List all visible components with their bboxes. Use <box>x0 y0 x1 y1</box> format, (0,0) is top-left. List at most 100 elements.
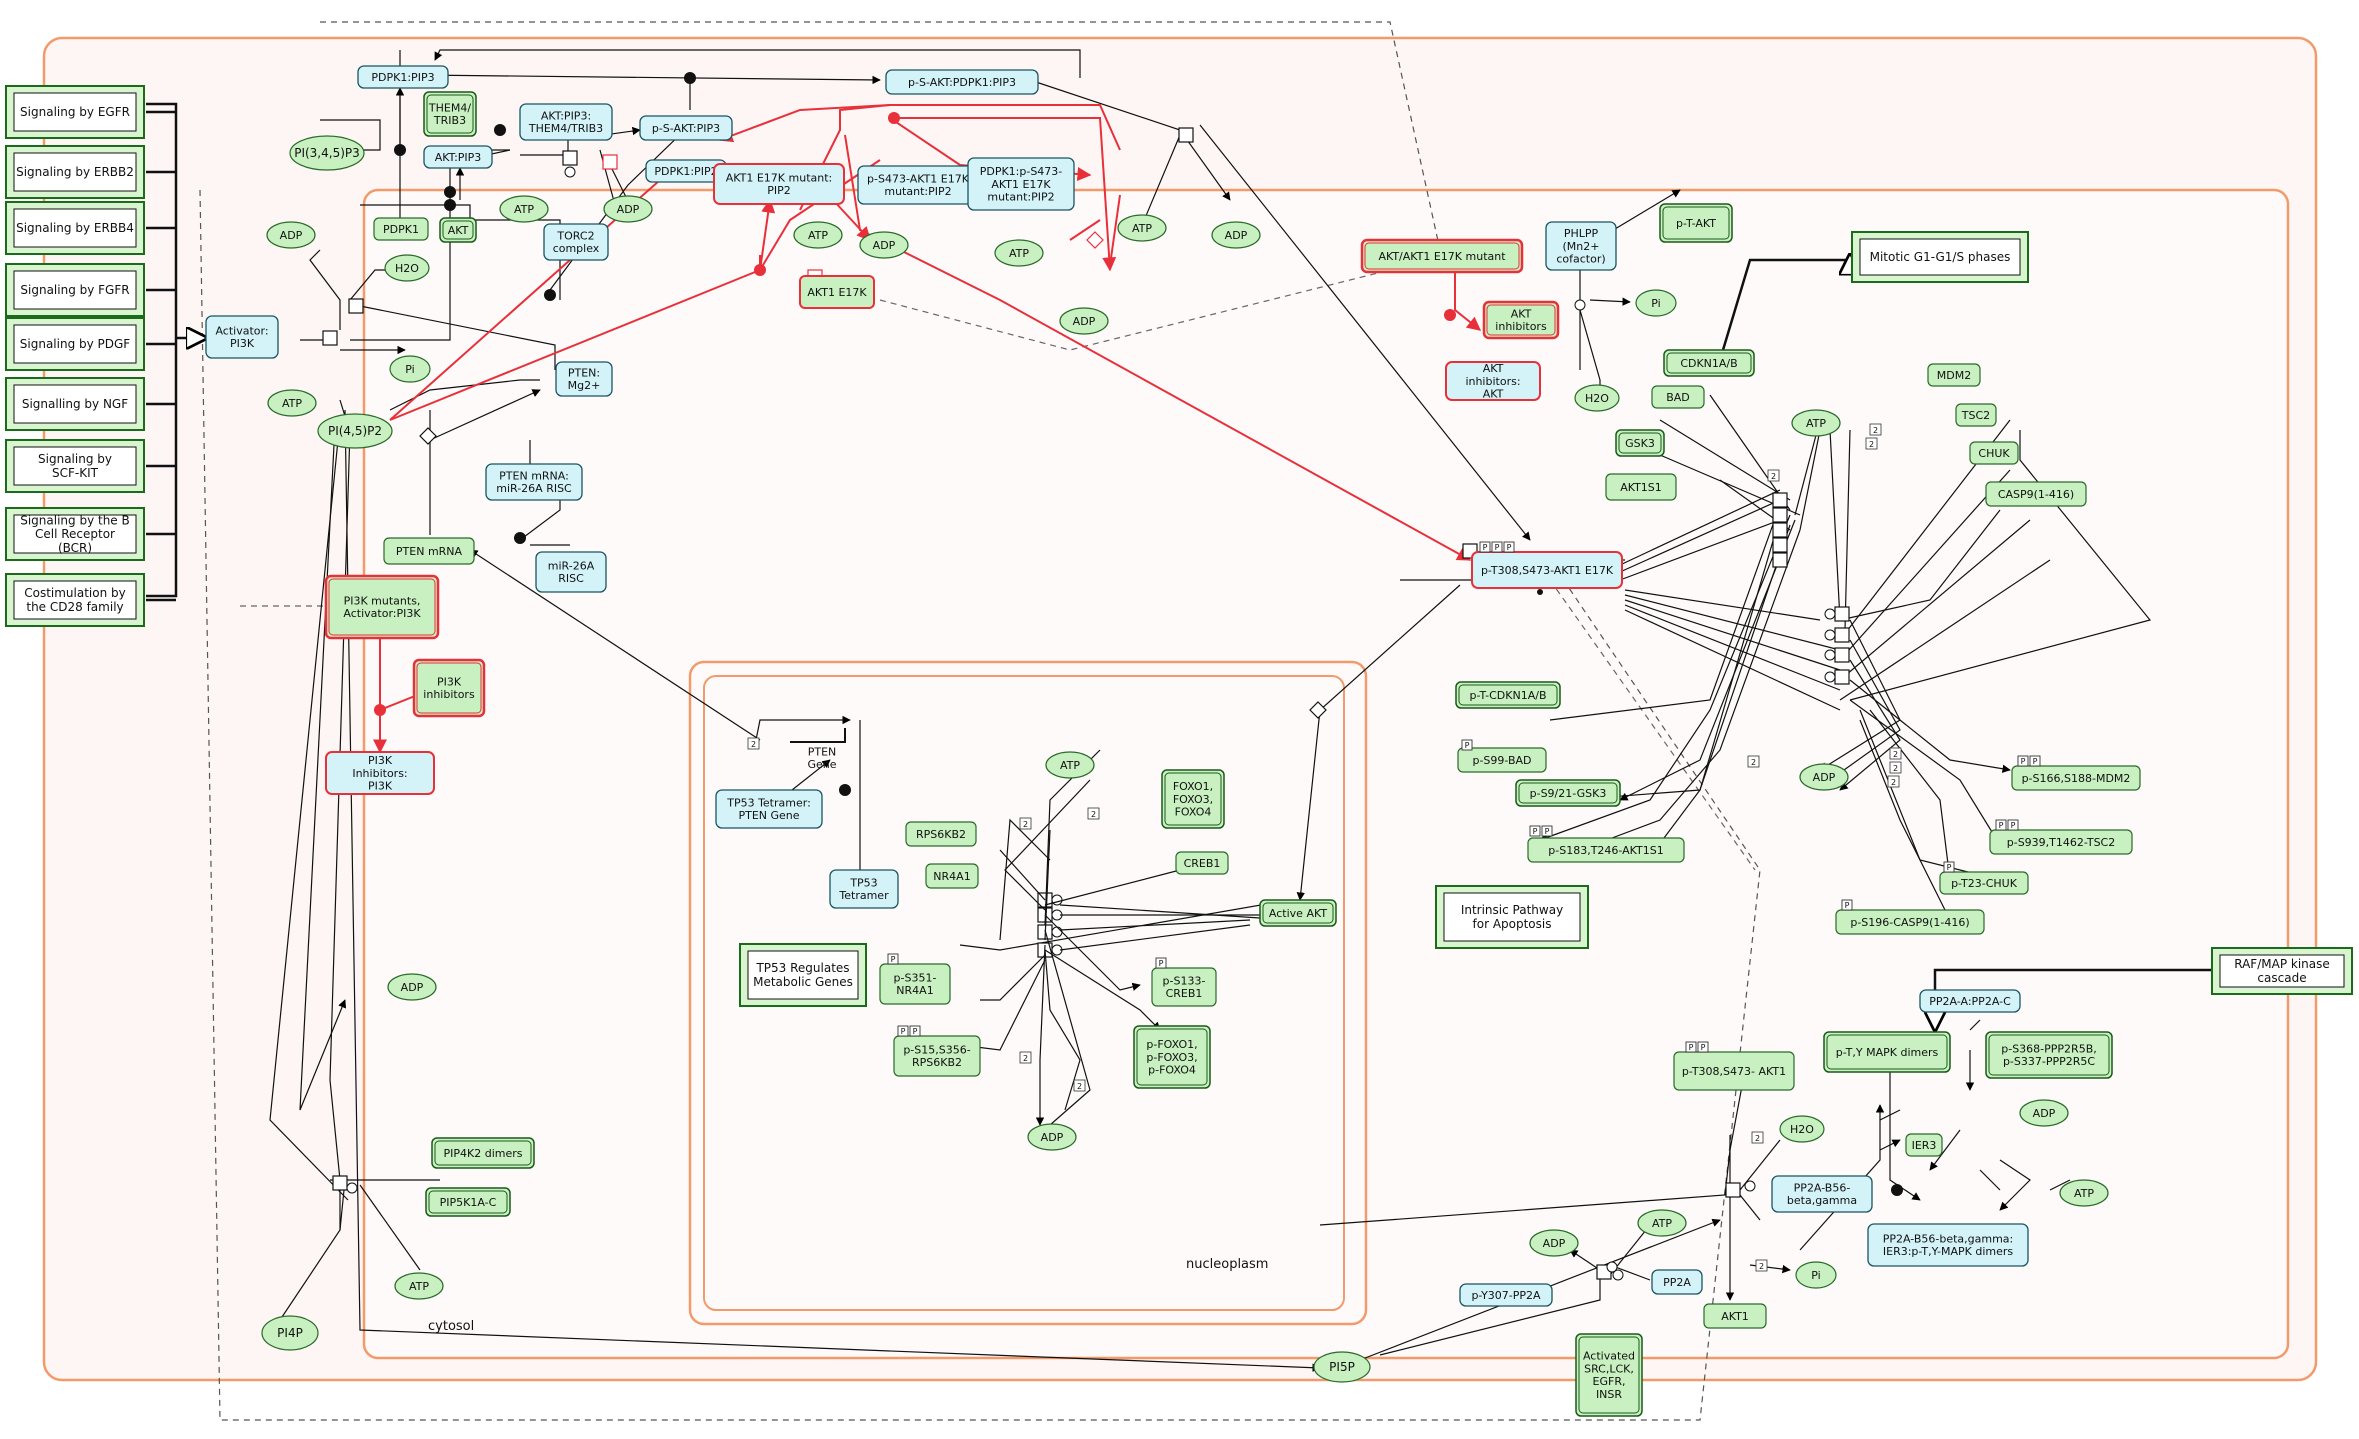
molecule-adp-22[interactable]: ADP <box>2019 1099 2069 1127</box>
complex-pdpk1-pip3[interactable]: PDPK1:PIP3 <box>357 65 449 89</box>
complex-phlpp[interactable]: PHLPP(Mn2+cofactor) <box>1545 221 1617 271</box>
protein-ps351-nr4a1[interactable]: p-S351-NR4A1 <box>879 963 951 1005</box>
protein-chuk[interactable]: CHUK <box>1969 441 2019 465</box>
protein-creb1[interactable]: CREB1 <box>1175 851 1229 875</box>
complex-akt-pip3-them4[interactable]: AKT:PIP3:THEM4/TRIB3 <box>519 103 613 141</box>
molecule-pi5p[interactable]: PI5P <box>1313 1351 1371 1383</box>
complex-akt1-e17k-pip2[interactable]: AKT1 E17K mutant:PIP2 <box>713 163 845 205</box>
signaling-box-4[interactable]: Signaling by PDGF <box>5 317 145 371</box>
complex-activator-pi3k[interactable]: Activator:PI3K <box>205 315 279 359</box>
molecule-atp-4[interactable]: ATP <box>267 389 317 417</box>
molecule-atp-14[interactable]: ATP <box>1791 409 1841 437</box>
molecule-h2o-20[interactable]: H2O <box>1779 1115 1825 1143</box>
molecule-adp-11[interactable]: ADP <box>1211 221 1261 249</box>
protein-mdm2[interactable]: MDM2 <box>1927 363 1981 387</box>
molecule-atp-8[interactable]: ATP <box>994 239 1044 267</box>
molecule-adp-1[interactable]: ADP <box>266 221 316 249</box>
protein-nr4a1[interactable]: NR4A1 <box>925 863 979 889</box>
protein-ier3[interactable]: IER3 <box>1905 1133 1943 1157</box>
protein-ps15-rps6kb2[interactable]: p-S15,S356-RPS6KB2 <box>893 1035 981 1077</box>
complex-pp2a-b56[interactable]: PP2A-B56-beta,gamma <box>1771 1175 1873 1213</box>
protein-bad[interactable]: BAD <box>1651 385 1705 409</box>
protein-ps183-akt1s1[interactable]: p-S183,T246-AKT1S1 <box>1527 837 1685 863</box>
molecule-h2o-2[interactable]: H2O <box>384 254 430 282</box>
protein-pten-mrna[interactable]: PTEN mRNA <box>383 537 475 565</box>
complex-foxo[interactable]: FOXO1,FOXO3,FOXO4 <box>1161 769 1225 829</box>
complex-pt-y-mapk[interactable]: p-T,Y MAPK dimers <box>1823 1031 1951 1073</box>
complex-tp53-pten[interactable]: TP53 Tetramer:PTEN Gene <box>715 789 823 829</box>
protein-akt[interactable]: AKT <box>439 217 477 243</box>
molecule-adp-9[interactable]: ADP <box>1059 307 1109 335</box>
molecule-h2o-12[interactable]: H2O <box>1574 384 1620 412</box>
molecule-atp-23[interactable]: ATP <box>2059 1179 2109 1207</box>
signaling-box-1[interactable]: Signaling by ERBB2 <box>5 145 145 199</box>
protein-tsc2[interactable]: TSC2 <box>1955 403 1997 427</box>
molecule-atp-10[interactable]: ATP <box>1117 214 1167 242</box>
protein-ps196-casp9[interactable]: p-S196-CASP9(1-416) <box>1835 909 1985 935</box>
complex-p-foxo[interactable]: p-FOXO1,p-FOXO3,p-FOXO4 <box>1133 1025 1211 1089</box>
complex-pt-cdkn1ab[interactable]: p-T-CDKN1A/B <box>1455 681 1561 709</box>
complex-pi3k-mutants[interactable]: PI3K mutants,Activator:PI3K <box>324 574 440 640</box>
complex-pt-akt[interactable]: p-T-AKT <box>1659 203 1733 243</box>
molecule-pi-13[interactable]: Pi <box>1635 289 1677 317</box>
complex-pt308-e17k[interactable]: p-T308,S473-AKT1 E17K <box>1471 551 1623 589</box>
molecule-adp-7[interactable]: ADP <box>859 231 909 259</box>
molecule-pi345p3[interactable]: PI(3,4,5)P3 <box>289 135 365 171</box>
molecule-atp-6[interactable]: ATP <box>793 221 843 249</box>
molecule-pi45p2[interactable]: PI(4,5)P2 <box>317 413 393 449</box>
complex-them4-trib3[interactable]: THEM4/TRIB3 <box>423 91 477 137</box>
protein-akt1-e17k[interactable]: AKT1 E17K <box>799 275 875 309</box>
protein-casp9[interactable]: CASP9(1-416) <box>1985 481 2087 507</box>
protein-akt1[interactable]: AKT1 <box>1703 1303 1767 1329</box>
complex-pp2a-ier3[interactable]: PP2A-B56-beta,gamma:IER3:p-T,Y-MAPK dime… <box>1867 1223 2029 1267</box>
molecule-atp-16[interactable]: ATP <box>1045 751 1095 779</box>
molecule-adp-24[interactable]: ADP <box>1529 1229 1579 1257</box>
complex-pip4k2[interactable]: PIP4K2 dimers <box>431 1137 535 1169</box>
signaling-box-2[interactable]: Signaling by ERBB4 <box>5 201 145 255</box>
complex-pdpk1-pip2[interactable]: PDPK1:PIP2 <box>645 159 727 183</box>
complex-pip5k1ac[interactable]: PIP5K1A-C <box>425 1187 511 1217</box>
molecule-pi-21[interactable]: Pi <box>1795 1261 1837 1289</box>
complex-ps368-ppp2r5[interactable]: p-S368-PPP2R5B,p-S337-PPP2R5C <box>1985 1031 2113 1079</box>
molecule-pi-3[interactable]: Pi <box>389 355 431 383</box>
complex-ps-akt-pdpk1-pip3[interactable]: p-S-AKT:PDPK1:PIP3 <box>885 69 1039 95</box>
complex-py307-pp2a[interactable]: p-Y307-PP2A <box>1459 1283 1553 1307</box>
molecule-adp-17[interactable]: ADP <box>1027 1123 1077 1151</box>
signaling-box-0[interactable]: Signaling by EGFR <box>5 85 145 139</box>
protein-pdpk1[interactable]: PDPK1 <box>373 217 429 241</box>
protein-akt1s1[interactable]: AKT1S1 <box>1605 473 1677 501</box>
complex-akt-pip3[interactable]: AKT:PIP3 <box>423 145 493 169</box>
signaling-box-3[interactable]: Signaling by FGFR <box>5 263 145 317</box>
complex-pp2a[interactable]: PP2A <box>1651 1269 1703 1295</box>
complex-ps-akt-pip3[interactable]: p-S-AKT:PIP3 <box>639 115 733 141</box>
complex-pp2a-pp2ac[interactable]: PP2A-A:PP2A-C <box>1919 989 2021 1013</box>
protein-pt23-chuk[interactable]: p-T23-CHUK <box>1939 871 2029 895</box>
molecule-atp-25[interactable]: ATP <box>1637 1209 1687 1237</box>
protein-gsk3[interactable]: GSK3 <box>1615 429 1665 457</box>
protein-pt308-akt1[interactable]: p-T308,S473- AKT1 <box>1673 1051 1795 1091</box>
complex-pten-mrna-risc[interactable]: PTEN mRNA:miR-26A RISC <box>485 463 583 501</box>
pathway-mitotic[interactable]: Mitotic G1-G1/S phases <box>1851 231 2029 283</box>
molecule-atp-19[interactable]: ATP <box>394 1272 444 1300</box>
protein-ps133-creb1[interactable]: p-S133-CREB1 <box>1151 967 1217 1007</box>
molecule-pi4p[interactable]: PI4P <box>261 1315 319 1351</box>
complex-pten-mg[interactable]: PTEN:Mg2+ <box>555 361 613 397</box>
molecule-adp-15[interactable]: ADP <box>1799 763 1849 791</box>
complex-ps9-21-gsk3[interactable]: p-S9/21-GSK3 <box>1515 779 1621 807</box>
molecule-adp-18[interactable]: ADP <box>387 973 437 1001</box>
protein-ps166-mdm2[interactable]: p-S166,S188-MDM2 <box>2011 765 2141 791</box>
